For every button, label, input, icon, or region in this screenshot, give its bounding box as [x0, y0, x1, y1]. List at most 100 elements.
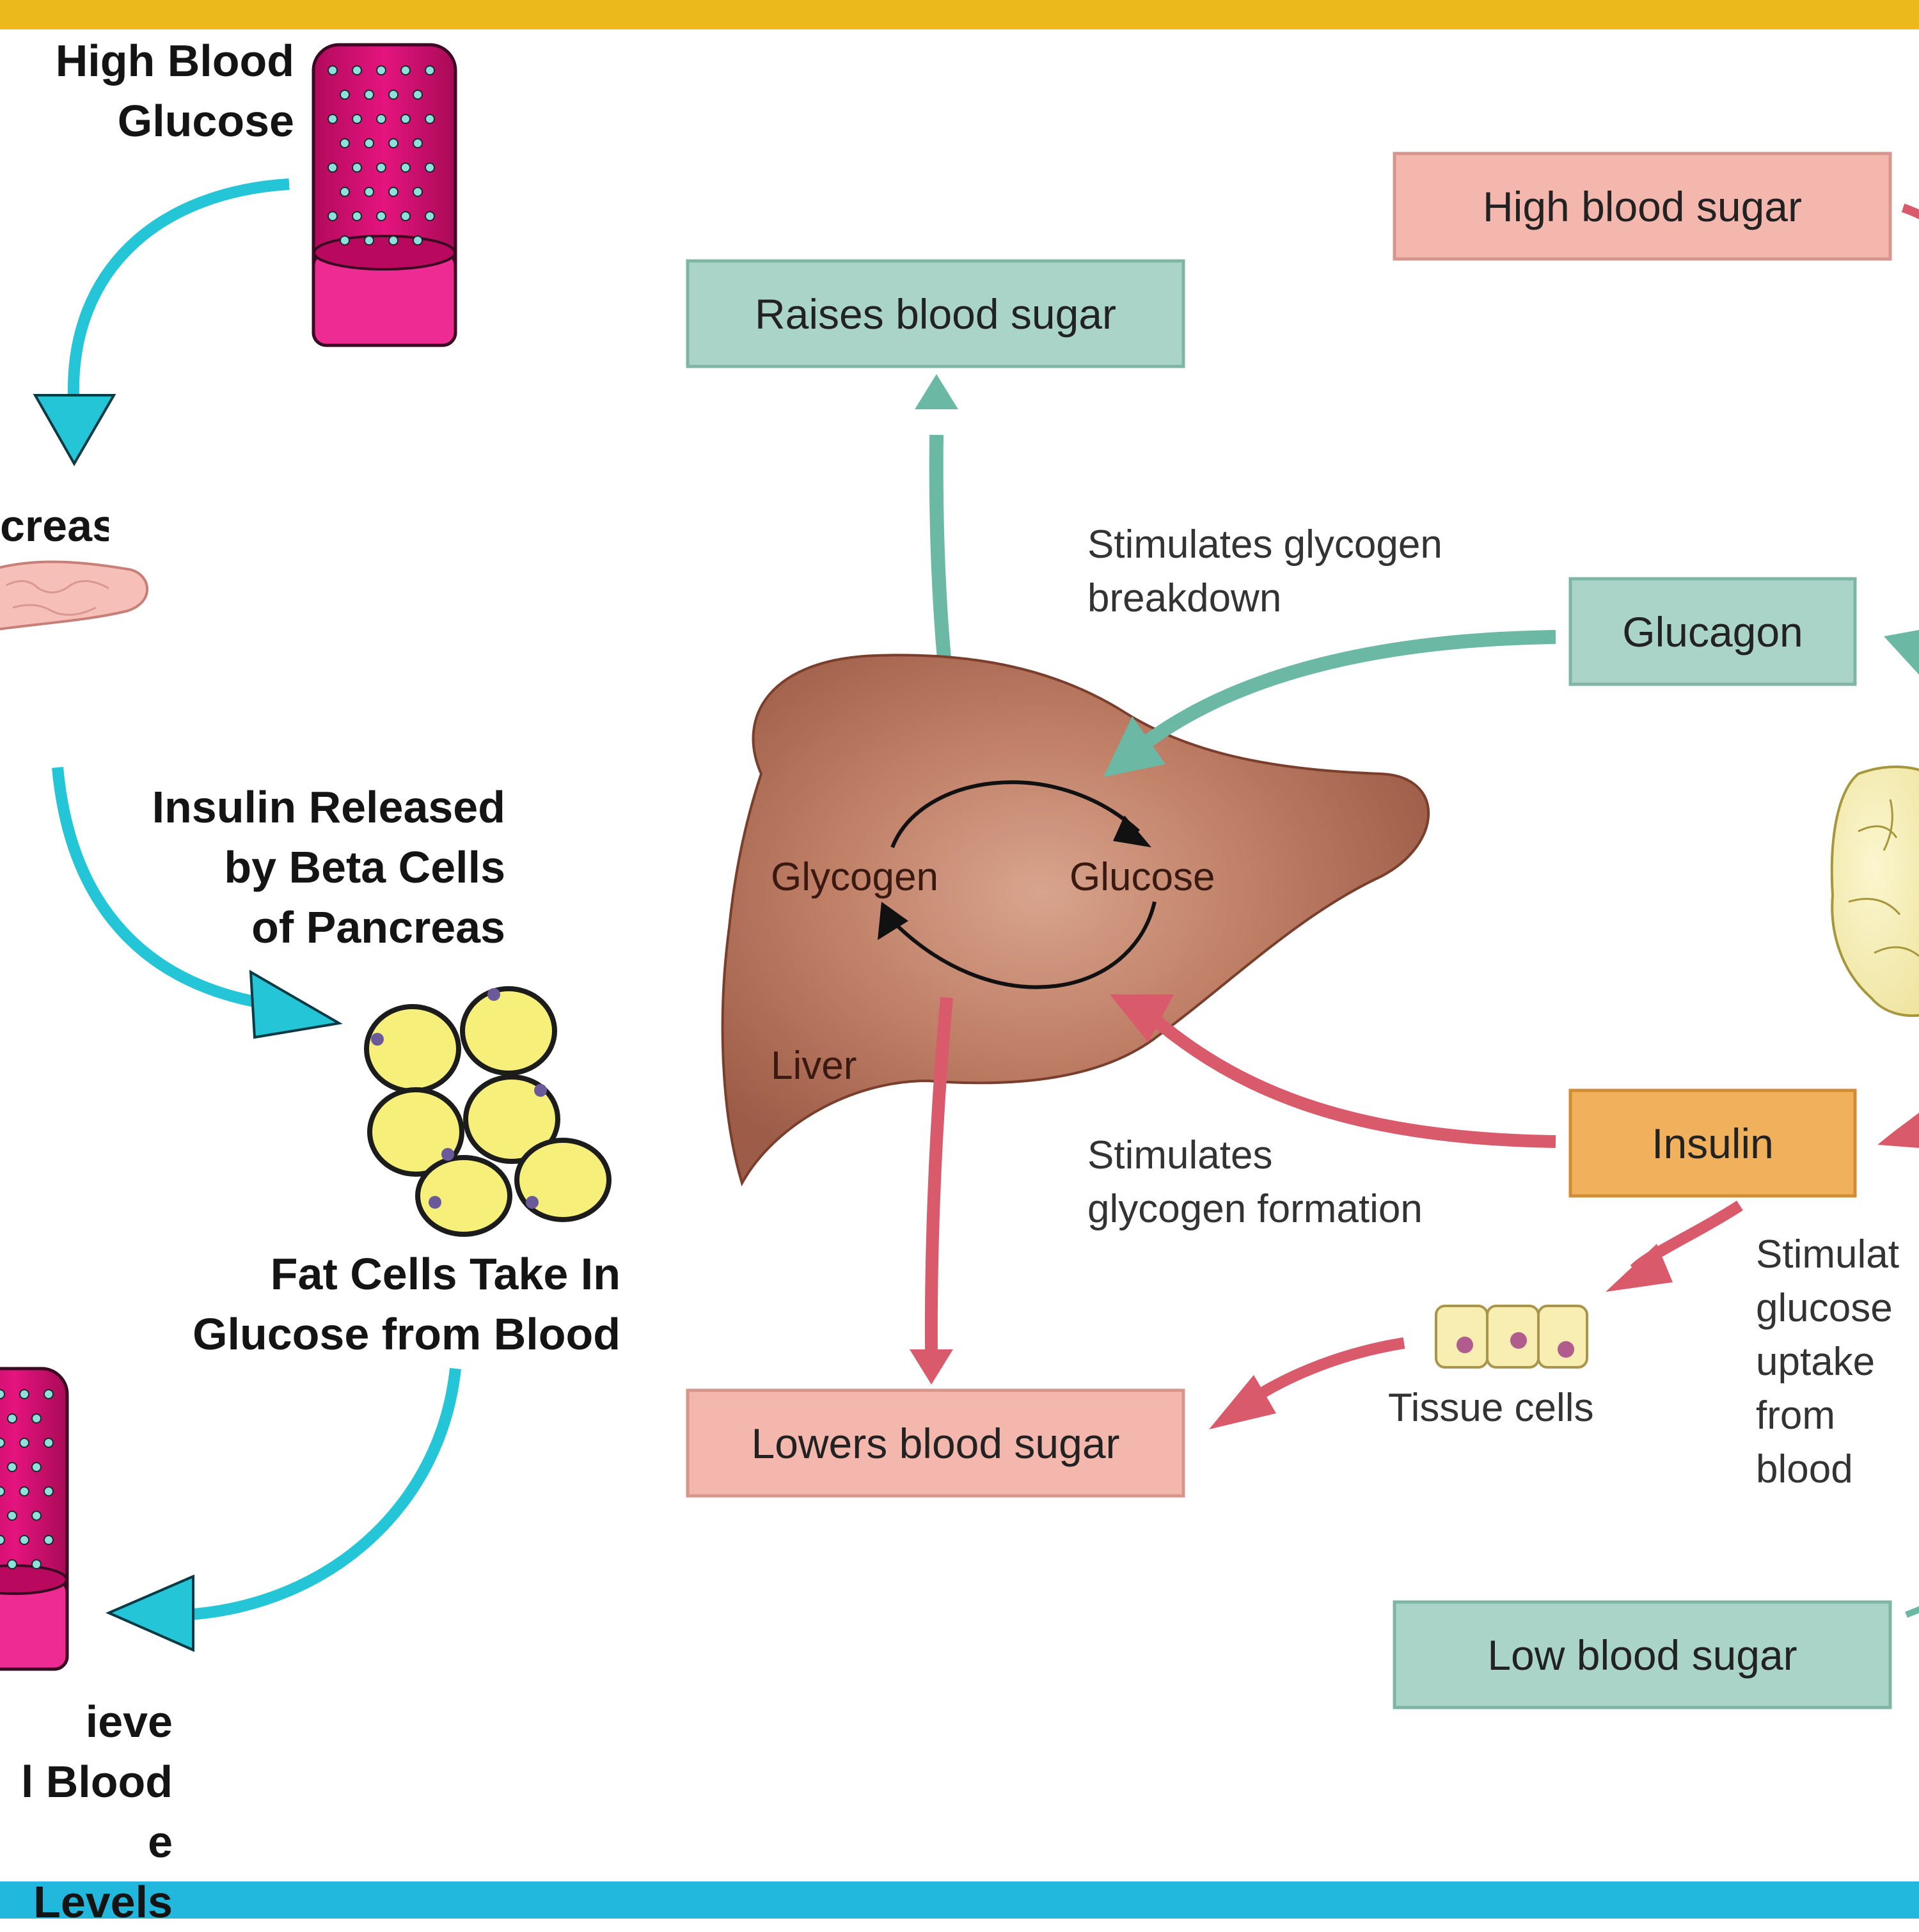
- glucose-dot: [376, 65, 386, 75]
- glucose-dot: [0, 1389, 5, 1399]
- high-blood-glucose-label: High Blood Glucose: [55, 36, 294, 146]
- insulin-box-bg: [1568, 1088, 1857, 1198]
- glucose-dot: [7, 1413, 17, 1424]
- glucose-dot: [400, 65, 411, 75]
- glucose-dot: [376, 211, 386, 221]
- lowers-box-bg: [686, 1388, 1185, 1498]
- glucose-dot: [413, 90, 423, 100]
- glucose-dot: [388, 138, 399, 148]
- glucose-label: Glucose: [1070, 855, 1215, 899]
- fat-cells-label: Fat Cells Take In Glucose from Blood: [193, 1249, 620, 1359]
- insulin-box: Insulin: [1652, 1119, 1774, 1167]
- glucose-dot: [43, 1535, 54, 1545]
- glucose-dot: [0, 1535, 5, 1545]
- pancreas-icon: [0, 560, 148, 631]
- glycogen-label: Glycogen: [771, 855, 938, 899]
- fat-cell-nuclei: [371, 988, 547, 1209]
- glucose-dot: [7, 1559, 17, 1569]
- glucose-dot: [413, 235, 423, 246]
- glucose-dot: [364, 235, 374, 246]
- glucose-dot: [425, 114, 435, 124]
- cycle-arrowhead: [1113, 815, 1151, 847]
- bottom-accent-bar: [0, 1881, 1919, 1919]
- glucose-dot: [364, 90, 374, 100]
- lowers-blood-sugar-box: Lowers blood sugar: [751, 1419, 1120, 1467]
- glucose-dot: [364, 138, 374, 148]
- teal-arrowhead-edge: [1884, 630, 1919, 675]
- glucose-dot: [7, 1462, 17, 1472]
- tissue-cells-icon: [1435, 1305, 1588, 1369]
- glucose-dot: [352, 114, 362, 124]
- glucose-dot: [43, 1486, 54, 1496]
- low-sugar-box-bg: [1393, 1600, 1892, 1709]
- glucose-dot: [340, 235, 350, 246]
- adipose-tissue-icon: [1830, 766, 1919, 1017]
- glucose-dot: [413, 187, 423, 197]
- glucose-dot: [0, 1486, 5, 1496]
- glucose-dot: [19, 1389, 29, 1399]
- glucose-dot: [400, 114, 411, 124]
- cyan-arrow: [52, 767, 270, 1010]
- red-arrowhead: [1110, 994, 1174, 1042]
- glucose-dot: [388, 90, 399, 100]
- fat-cells-icon: [364, 986, 612, 1237]
- glucose-dot: [43, 1438, 54, 1448]
- glucose-dot: [413, 138, 423, 148]
- red-arrowhead-edge: [1877, 1113, 1919, 1148]
- glucose-dot: [31, 1559, 42, 1569]
- teal-arrow: [1134, 630, 1556, 754]
- glucose-dot: [352, 211, 362, 221]
- glucose-dot: [43, 1389, 54, 1399]
- glucose-dot: [376, 114, 386, 124]
- red-arrow: [924, 997, 953, 1350]
- red-arrowhead: [1209, 1375, 1276, 1429]
- glucose-dot: [376, 162, 386, 173]
- glucose-dot: [388, 187, 399, 197]
- glucose-dot: [328, 65, 338, 75]
- glucose-dot: [328, 162, 338, 173]
- glucose-dot: [31, 1462, 42, 1472]
- cycle-arrowhead: [878, 902, 908, 940]
- blood-vessel-icon: [0, 1367, 69, 1671]
- low-blood-sugar-box: Low blood sugar: [1487, 1631, 1797, 1679]
- stimulates-formation-label: Stimulates glycogen formation: [1087, 1133, 1423, 1231]
- stimulates-uptake-label: Stimulat glucose uptake from blood: [1756, 1232, 1899, 1491]
- tissue-cells-label: Tissue cells: [1388, 1386, 1594, 1430]
- raises-blood-sugar-box: Raises blood sugar: [755, 290, 1116, 338]
- glucose-dot: [352, 65, 362, 75]
- teal-arrowhead: [915, 374, 958, 409]
- glucose-dot: [0, 1438, 5, 1448]
- glucose-dot: [19, 1486, 29, 1496]
- top-accent-bar: [0, 0, 1919, 29]
- liver-icon: [721, 654, 1430, 1187]
- high-blood-sugar-box: High blood sugar: [1483, 182, 1802, 230]
- red-arrowhead: [1606, 1244, 1673, 1292]
- glucose-dot: [425, 162, 435, 173]
- glucagon-box-bg: [1568, 577, 1857, 686]
- liver-label: Liver: [771, 1044, 857, 1088]
- glucose-dot: [400, 162, 411, 173]
- blood-vessel-icon: [312, 43, 457, 347]
- glucose-dot: [425, 65, 435, 75]
- glucose-dot: [31, 1511, 42, 1521]
- teal-arrowhead: [1103, 716, 1165, 777]
- glucose-dot: [31, 1413, 42, 1424]
- glucose-dot: [340, 187, 350, 197]
- glucose-dot: [328, 211, 338, 221]
- glucose-dot: [340, 90, 350, 100]
- cycle-arrow-bottom: [894, 901, 1157, 989]
- cycle-arrow-top: [890, 780, 1141, 849]
- red-arrow-edge: [1901, 203, 1919, 219]
- teal-arrow-edge: [1905, 1606, 1919, 1618]
- glucose-dot: [364, 187, 374, 197]
- glucose-dot: [400, 211, 411, 221]
- insulin-released-label: Insulin Released by Beta Cells of Pancre…: [152, 782, 505, 952]
- high-sugar-box-bg: [1393, 152, 1892, 261]
- glucose-dot: [19, 1535, 29, 1545]
- glucagon-box: Glucagon: [1622, 608, 1803, 656]
- raises-box-bg: [686, 259, 1185, 368]
- glucose-dot: [425, 211, 435, 221]
- pancreas-label: creas: [0, 501, 109, 551]
- glucose-dot: [19, 1438, 29, 1448]
